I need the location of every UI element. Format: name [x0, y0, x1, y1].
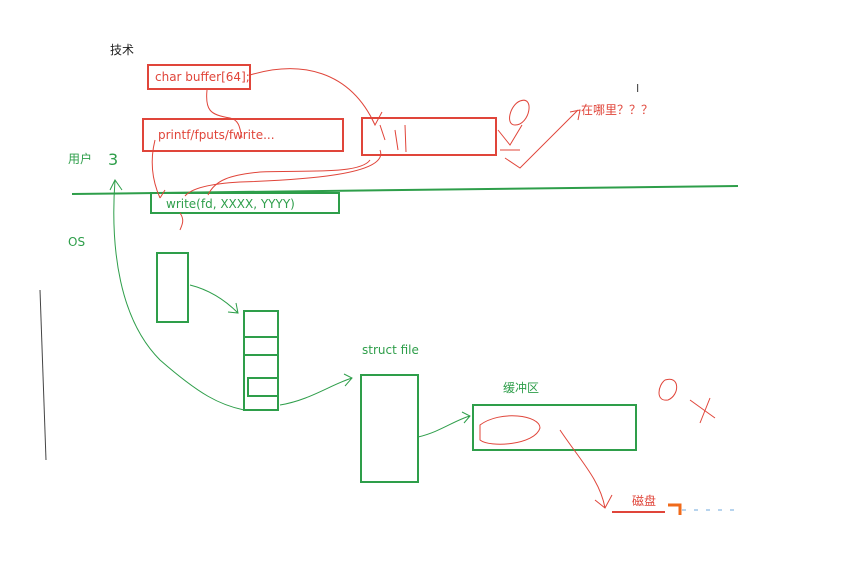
fd-cell-2: [247, 377, 279, 397]
printf-text: printf/fputs/fwrite...: [158, 128, 275, 142]
write-box: [150, 192, 340, 214]
title-label: 技术: [110, 43, 135, 57]
buffer-zone-label: 缓冲区: [503, 381, 540, 395]
where-question-text: 在哪里？？？: [581, 103, 654, 117]
char-buffer-text: char buffer[64];: [155, 70, 250, 84]
process-box: [156, 252, 189, 323]
fd-array-box: [243, 310, 279, 411]
write-call-text: write(fd, XXXX, YYYY): [166, 197, 295, 211]
cursor-icon: I: [636, 82, 639, 95]
left-edge-line: [39, 289, 47, 461]
struct-file-box: [360, 374, 419, 483]
printf-box: [142, 118, 344, 152]
struct-file-label: struct file: [362, 343, 419, 357]
disk-label: 磁盘: [632, 494, 657, 508]
user-buffer-box: [361, 117, 497, 156]
fd-cell-1: [243, 336, 279, 356]
char-buffer-box: [147, 64, 251, 90]
os-label: OS: [68, 235, 86, 249]
user-space-label: 用户: [68, 152, 93, 166]
kernel-buffer-box: [472, 404, 637, 451]
num-3-label: 3: [108, 150, 119, 169]
